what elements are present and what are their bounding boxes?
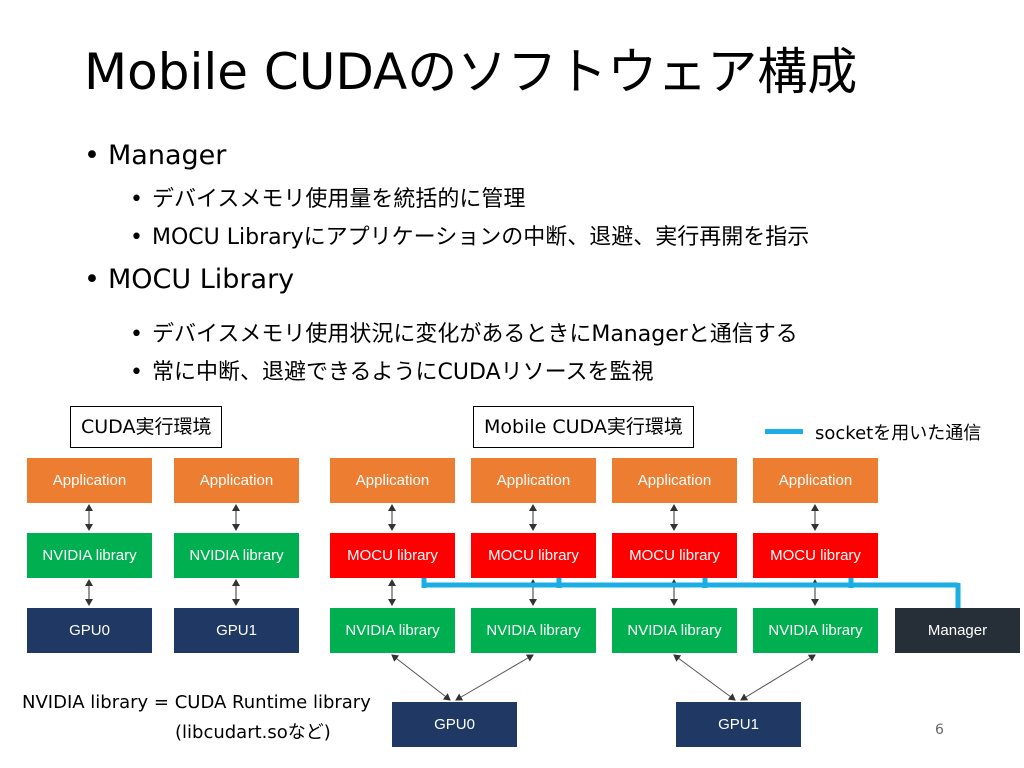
cuda-app-1: Application: [27, 458, 152, 503]
socket-lines: [421, 578, 961, 609]
bullet-mocu-sub-1: デバイスメモリ使用状況に変化があるときにManagerと通信する: [130, 316, 798, 348]
cuda-gpu1: GPU1: [174, 608, 299, 653]
libcudart-note: (libcudart.soなど): [175, 722, 331, 743]
bullet-mocu-sub-2: 常に中断、退避できるようにCUDAリソースを監視: [130, 354, 654, 386]
mobile-nvidia-library-1: NVIDIA library: [330, 608, 455, 653]
bullet-manager-sub-2: MOCU Libraryにアプリケーションの中断、退避、実行再開を指示: [130, 219, 809, 251]
socket-legend-line: [765, 429, 803, 434]
bullet-mocu-library: MOCU Library: [84, 264, 294, 295]
bullet-manager-sub-1: デバイスメモリ使用量を統括的に管理: [130, 181, 525, 213]
cuda-app-2: Application: [174, 458, 299, 503]
mocu-library-2: MOCU library: [471, 533, 596, 578]
mobile-nvidia-library-3: NVIDIA library: [612, 608, 737, 653]
mobile-gpu0: GPU0: [392, 702, 517, 747]
mobile-env-arrows: [388, 504, 819, 606]
cuda-nvidia-library-2: NVIDIA library: [174, 533, 299, 578]
manager-box: Manager: [895, 608, 1020, 653]
nvidia-library-note: NVIDIA library = CUDA Runtime library: [22, 692, 371, 713]
cuda-nvidia-library-1: NVIDIA library: [27, 533, 152, 578]
bullet-manager: Manager: [84, 140, 226, 171]
mocu-library-4: MOCU library: [753, 533, 878, 578]
mobile-app-2: Application: [471, 458, 596, 503]
gpu-diagonal-arrows: [391, 654, 816, 701]
socket-legend-label: socketを用いた通信: [815, 423, 982, 444]
mobile-nvidia-library-2: NVIDIA library: [471, 608, 596, 653]
page-number: 6: [935, 722, 944, 738]
mobile-app-1: Application: [330, 458, 455, 503]
mobile-nvidia-library-4: NVIDIA library: [753, 608, 878, 653]
mocu-library-3: MOCU library: [612, 533, 737, 578]
mocu-library-1: MOCU library: [330, 533, 455, 578]
mobile-gpu1: GPU1: [676, 702, 801, 747]
cuda-env-label: CUDA実行環境: [70, 406, 223, 448]
mobile-app-3: Application: [612, 458, 737, 503]
mobile-app-4: Application: [753, 458, 878, 503]
slide-title: Mobile CUDAのソフトウェア構成: [84, 43, 858, 101]
mobile-cuda-env-label: Mobile CUDA実行環境: [473, 406, 694, 448]
cuda-gpu0: GPU0: [27, 608, 152, 653]
